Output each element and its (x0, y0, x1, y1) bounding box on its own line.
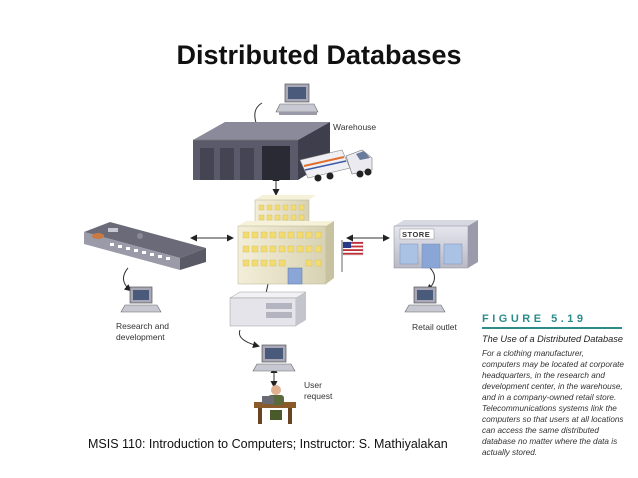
research-computer-icon (120, 286, 162, 313)
retail-label: Retail outlet (412, 322, 457, 332)
slide-footer: MSIS 110: Introduction to Computers; Ins… (88, 437, 448, 451)
research-label: Research and development (116, 321, 169, 342)
truck-icon (299, 149, 373, 182)
store-sign-label: STORE (402, 230, 431, 239)
figure-caption-panel: FIGURE 5.19 The Use of a Distributed Dat… (482, 313, 632, 458)
warehouse-computer-icon (275, 83, 319, 115)
figure-caption-body: For a clothing manufacturer, computers m… (482, 349, 624, 457)
research-building (84, 222, 206, 270)
slide-title: Distributed Databases (176, 40, 462, 70)
retail-computer-icon (404, 286, 446, 313)
user-computer-icon (252, 344, 296, 372)
figure-divider (482, 327, 622, 329)
headquarters-building (237, 195, 334, 285)
server-icon (229, 291, 307, 327)
flag-icon (341, 240, 364, 272)
warehouse-label: Warehouse (333, 122, 377, 132)
user-at-desk-icon (254, 385, 296, 424)
figure-heading: FIGURE 5.19 (482, 313, 587, 325)
store-building (393, 220, 478, 269)
warehouse-building (193, 122, 330, 180)
connection-lines (123, 102, 435, 388)
user-request-label: User request (304, 380, 333, 401)
figure-caption-title: The Use of a Distributed Database (482, 334, 623, 344)
